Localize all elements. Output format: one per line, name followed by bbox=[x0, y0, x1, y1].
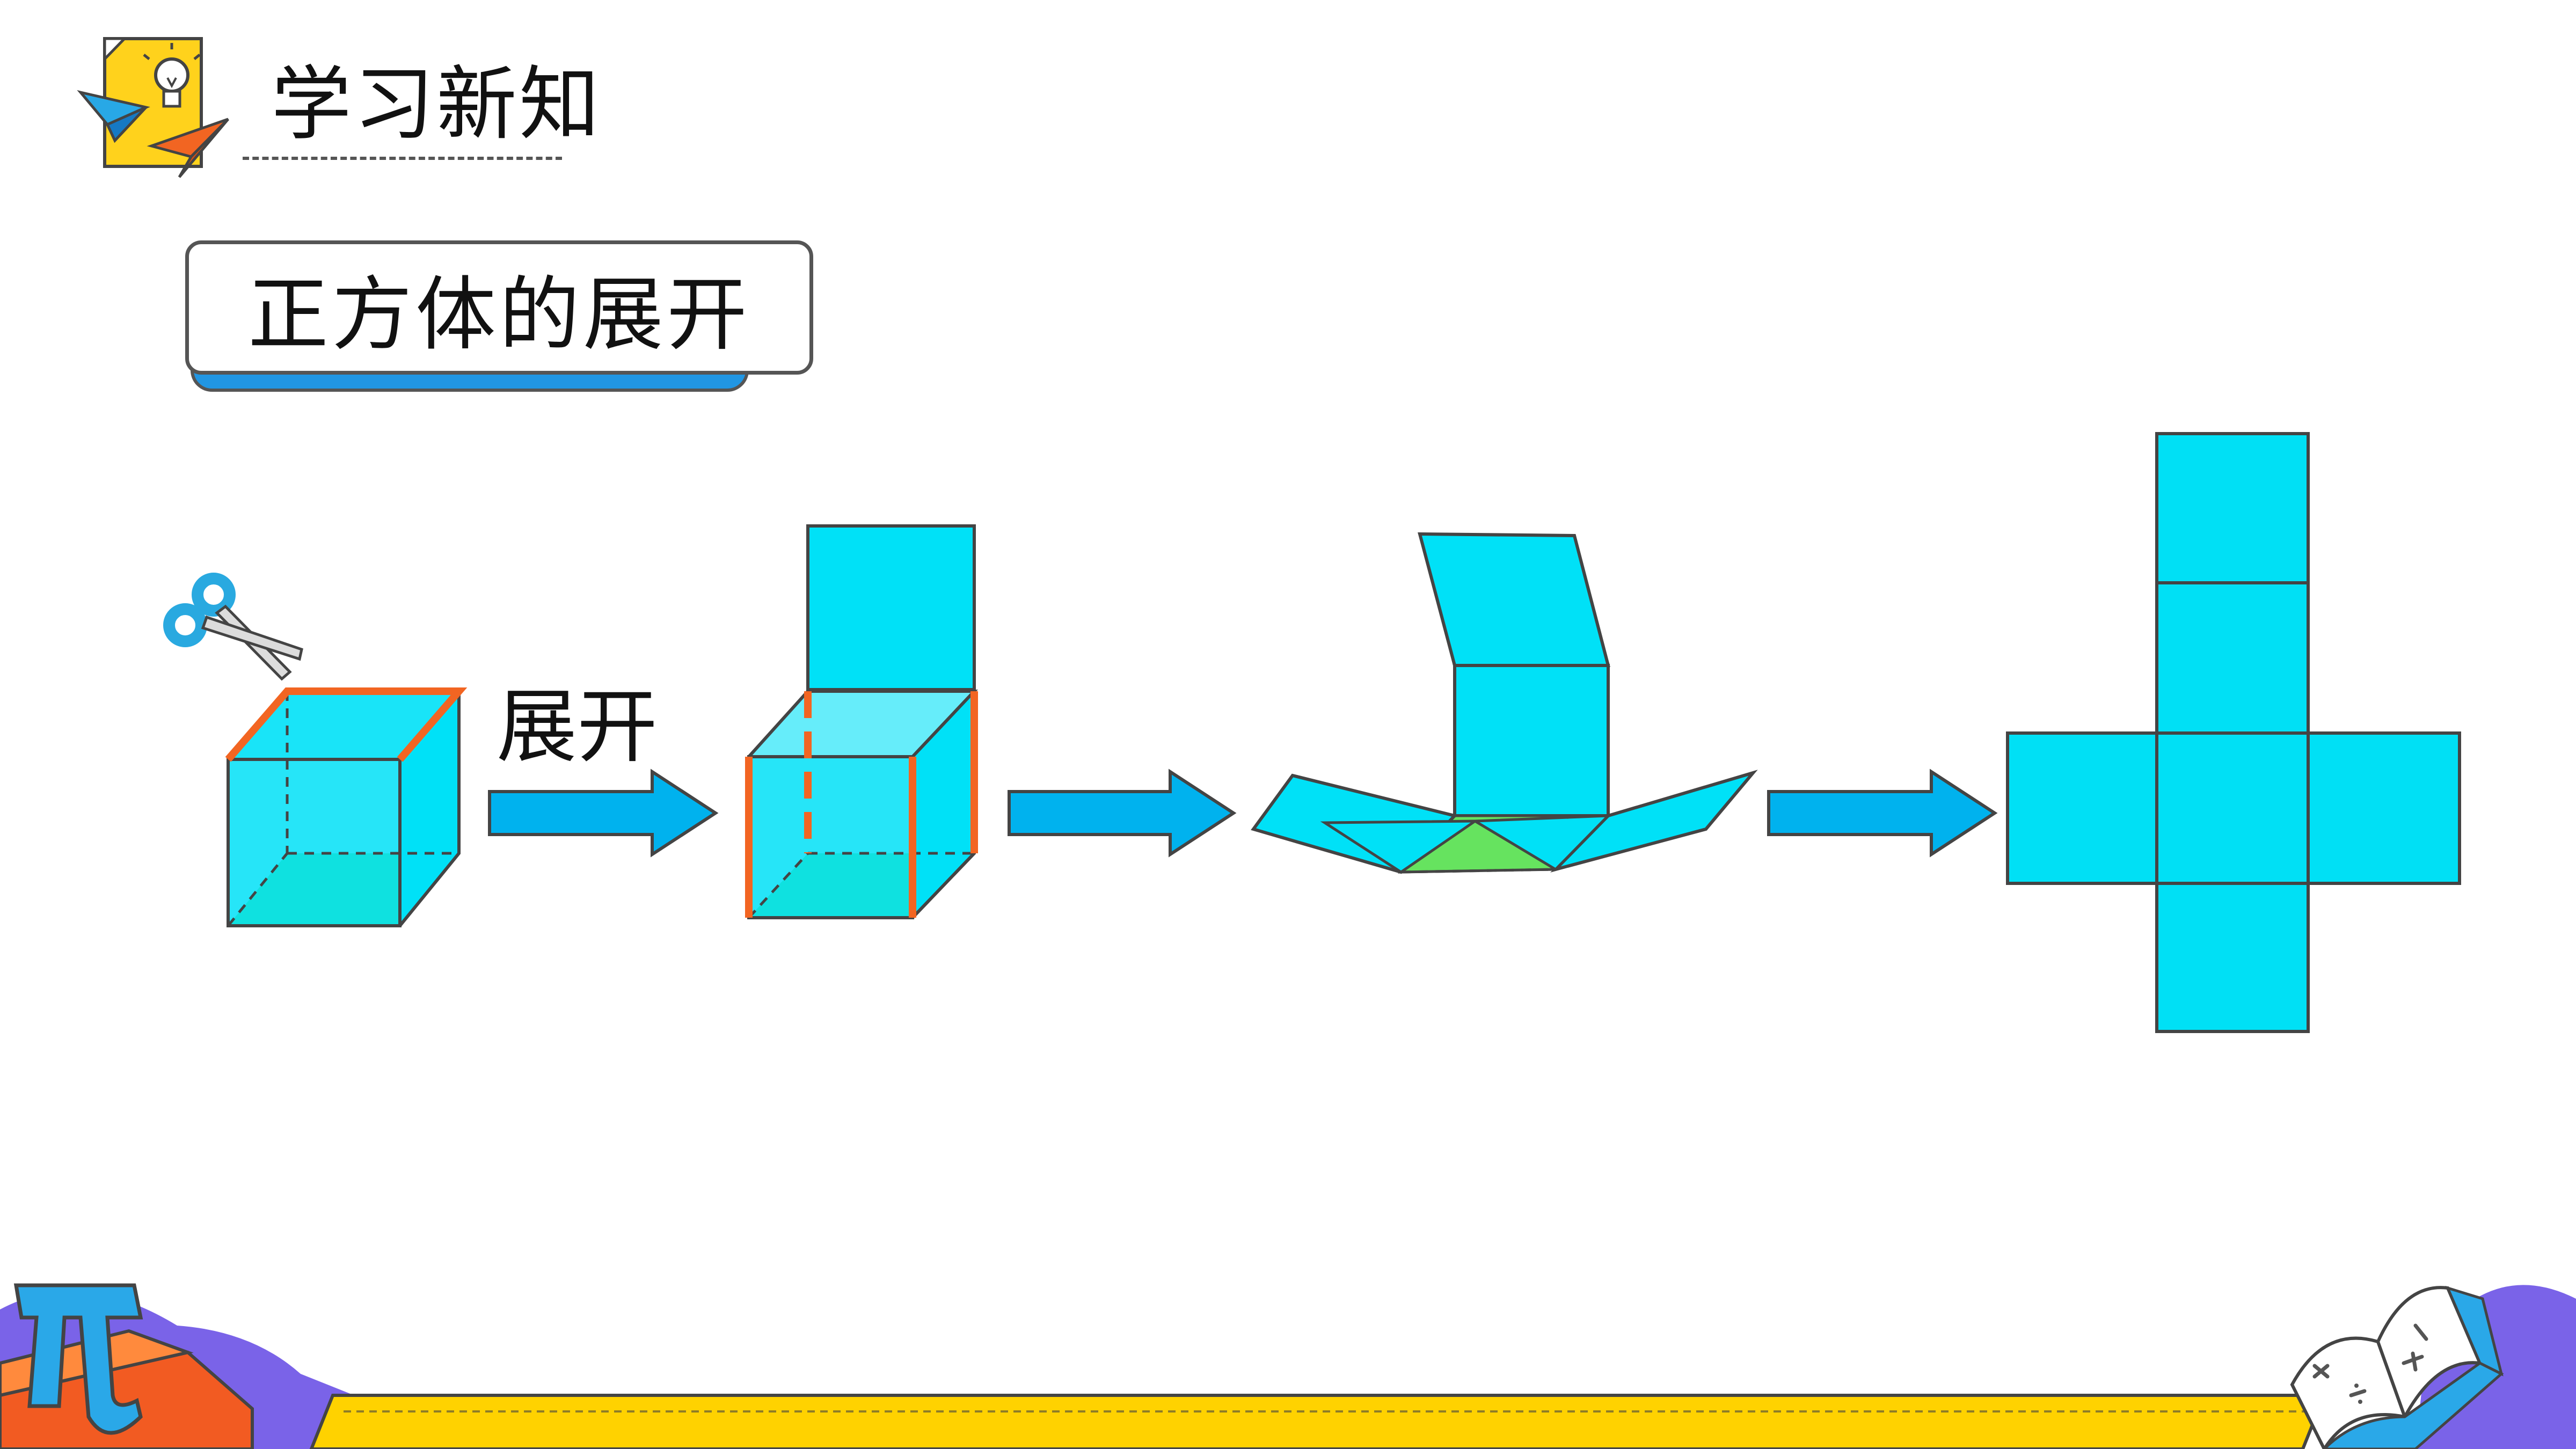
scissors-icon bbox=[163, 573, 303, 681]
title-underline bbox=[243, 157, 562, 160]
net-face-upper bbox=[2155, 581, 2310, 735]
cube-closed bbox=[225, 687, 468, 927]
cube-top-opened bbox=[745, 524, 978, 919]
lightbulb-icon bbox=[143, 43, 201, 108]
section-title: 学习新知 bbox=[271, 58, 602, 151]
net-face-right bbox=[2307, 731, 2461, 885]
net-face-bottom bbox=[2155, 882, 2310, 1033]
cube-partially-unfolded bbox=[1251, 532, 1758, 874]
open-book-icon bbox=[2290, 1286, 2504, 1449]
paper-plane-icon bbox=[77, 90, 150, 143]
net-face-left bbox=[2006, 731, 2158, 885]
net-face-center bbox=[2155, 731, 2310, 885]
unfold-label: 展开 bbox=[497, 680, 658, 774]
arrow-2 bbox=[1008, 769, 1237, 858]
arrow-1 bbox=[488, 769, 719, 858]
paper-plane-orange-icon bbox=[147, 118, 229, 178]
topic-title: 正方体的展开 bbox=[247, 268, 750, 362]
header-icon-group bbox=[77, 37, 229, 178]
arrow-3 bbox=[1767, 769, 1998, 858]
pi-symbol-icon bbox=[13, 1283, 143, 1435]
cube-net bbox=[2006, 432, 2461, 1033]
topic-box: 正方体的展开 bbox=[185, 240, 813, 375]
